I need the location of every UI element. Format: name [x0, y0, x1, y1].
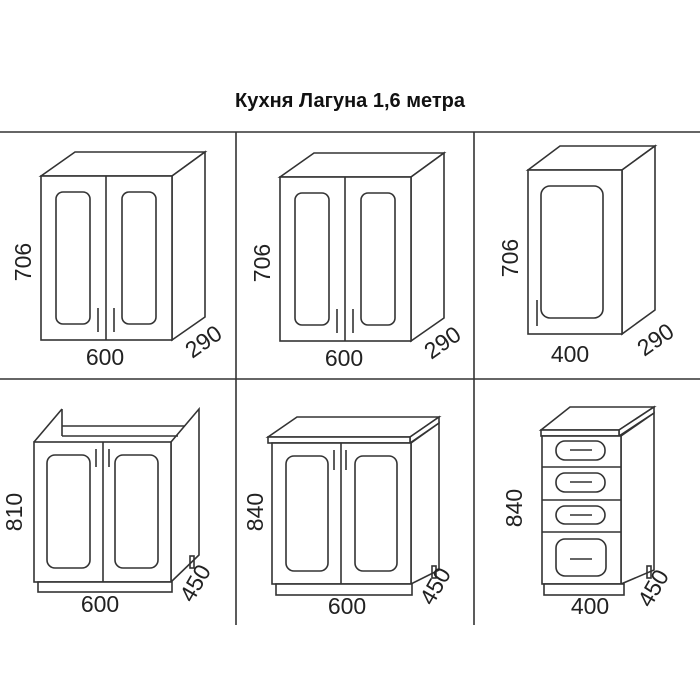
width-label: 400 [571, 593, 609, 619]
drawer [555, 505, 606, 525]
wall-cabinet-600: 706 600 290 [249, 151, 466, 371]
height-label: 810 [1, 493, 27, 531]
width-label: 400 [551, 341, 589, 367]
height-label: 706 [497, 239, 523, 277]
height-label: 706 [249, 244, 275, 282]
wall-cabinet-600: 706 600 290 [10, 150, 227, 370]
drawer [555, 440, 606, 461]
height-label: 840 [242, 493, 268, 531]
page-title: Кухня Лагуна 1,6 метра [234, 90, 466, 112]
width-label: 600 [86, 344, 124, 370]
wall-cabinet-400: 706 400 290 [497, 144, 679, 367]
drawer [555, 538, 607, 577]
base-cabinet-600: 840 600 450 [242, 415, 456, 619]
drawer [555, 472, 606, 493]
depth-label: 290 [632, 318, 678, 361]
drawer-cabinet-400: 840 400 450 [501, 405, 674, 619]
sink-base-cabinet-600: 810 600 450 [1, 406, 216, 617]
grid-lines [0, 131, 700, 625]
height-label: 840 [501, 489, 527, 527]
width-label: 600 [325, 345, 363, 371]
width-label: 600 [81, 591, 119, 617]
width-label: 600 [328, 593, 366, 619]
height-label: 706 [10, 243, 36, 281]
